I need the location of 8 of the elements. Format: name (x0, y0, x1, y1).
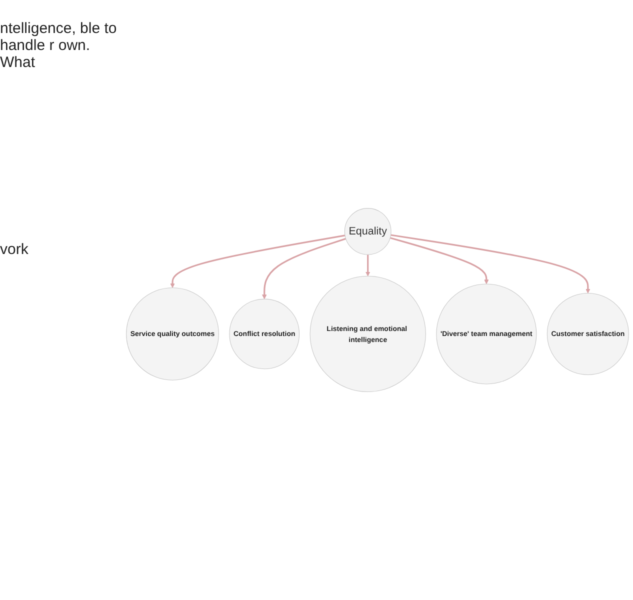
arrow (170, 234, 346, 288)
arrow (390, 234, 590, 294)
paragraph-text: ntelligence, ble to handle r own. What (0, 20, 118, 71)
arrow (366, 254, 370, 276)
node-circle: Equality (344, 208, 392, 255)
arrow (262, 238, 346, 300)
paragraph-text: vork (0, 241, 30, 258)
arrow (390, 237, 489, 284)
